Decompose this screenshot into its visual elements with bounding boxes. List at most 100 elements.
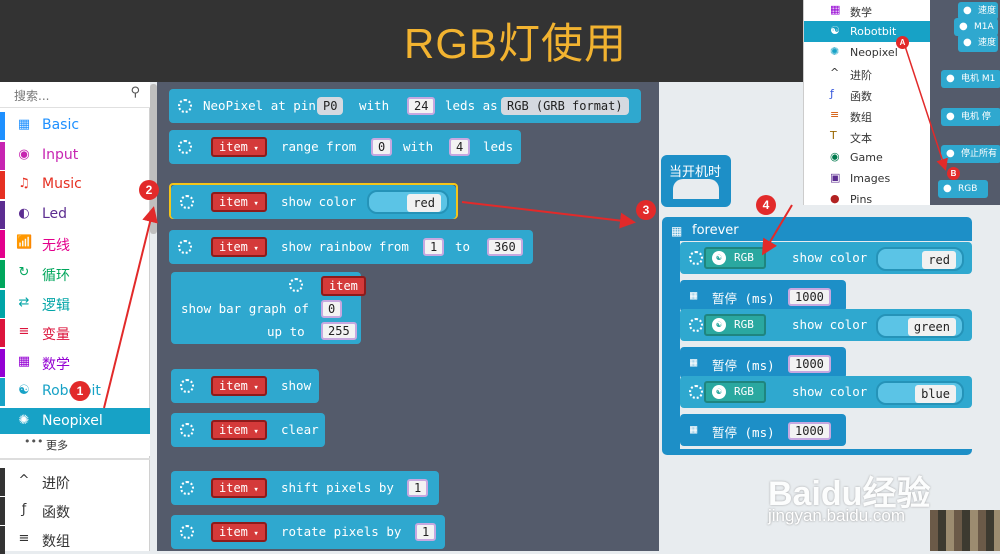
- category-数学[interactable]: ▦数学: [0, 348, 150, 377]
- pause-ms-input[interactable]: 1000: [788, 288, 831, 306]
- robot-icon: ☯: [712, 251, 726, 265]
- category-color-bar: [0, 112, 5, 140]
- item-variable[interactable]: item: [211, 237, 267, 257]
- rgb-variable[interactable]: ☯ RGB: [704, 247, 766, 269]
- category-icon: ▣: [830, 171, 841, 184]
- color-picker[interactable]: red: [876, 247, 964, 271]
- on-start-block[interactable]: 当开机时: [661, 155, 731, 207]
- category-basic[interactable]: ▦Basic: [0, 112, 150, 140]
- category-led[interactable]: ◐Led: [0, 200, 150, 229]
- block-shift-pixels[interactable]: item shift pixels by 1: [171, 471, 439, 505]
- pause-ms-input[interactable]: 1000: [788, 422, 831, 440]
- pause-ms-input[interactable]: 1000: [788, 355, 831, 373]
- block-text: range from: [281, 139, 357, 154]
- category-icon: ◐: [18, 205, 30, 221]
- category-icon: ▦: [830, 3, 841, 16]
- advanced-item[interactable]: ^进阶: [0, 468, 150, 496]
- color-picker[interactable]: green: [876, 314, 964, 338]
- category-icon: ✺: [830, 45, 840, 58]
- category-label: 循环: [42, 268, 70, 284]
- more-label: 更多: [46, 439, 68, 452]
- block-rotate-pixels[interactable]: item rotate pixels by 1: [171, 515, 445, 549]
- toolbox-more-button[interactable]: ••• 更多: [0, 434, 150, 456]
- block-text: shift pixels by: [281, 480, 394, 495]
- category-逻辑[interactable]: ⇄逻辑: [0, 289, 150, 318]
- block-neopixel-create[interactable]: NeoPixel at pin P0 with 24 leds as RGB (…: [169, 89, 641, 123]
- rotate-amount-input[interactable]: 1: [415, 523, 437, 541]
- item-variable[interactable]: item: [321, 276, 366, 296]
- item-variable[interactable]: item: [211, 192, 267, 212]
- block-show-color[interactable]: item show color red: [171, 185, 456, 219]
- category-icon: ⇄: [18, 294, 30, 310]
- toolbox-scrollbar[interactable]: [150, 84, 157, 234]
- step-badge-2: 2: [139, 180, 159, 200]
- rgb-variable[interactable]: ☯RGB: [704, 381, 766, 403]
- led-count-input[interactable]: 24: [407, 97, 436, 115]
- item-variable[interactable]: item: [211, 420, 267, 440]
- color-name: blue: [915, 385, 956, 403]
- inset-category: ◉Game: [804, 147, 930, 168]
- variable-name: RGB: [734, 385, 754, 398]
- workspace-pause-block[interactable]: ▦暂停 (ms)1000: [680, 414, 846, 446]
- item-variable[interactable]: item: [211, 478, 267, 498]
- category-color-bar: [0, 319, 5, 348]
- category-icon: ▦: [17, 117, 31, 132]
- rainbow-to-input[interactable]: 360: [487, 238, 523, 256]
- shift-amount-input[interactable]: 1: [407, 479, 429, 497]
- inset-mini-block: M1A: [954, 18, 998, 36]
- workspace-pause-block[interactable]: ▦暂停 (ms)1000: [680, 347, 846, 379]
- category-color-bar: [0, 230, 5, 259]
- category-icon: ƒ: [21, 502, 27, 517]
- category-input[interactable]: ◉Input: [0, 141, 150, 170]
- search-icon[interactable]: ⚲: [130, 85, 140, 100]
- format-dropdown[interactable]: RGB (GRB format): [501, 97, 629, 115]
- category-label: Images: [850, 172, 891, 185]
- category-icon: 📶: [16, 235, 33, 251]
- category-label: Neopixel: [42, 413, 103, 429]
- category-neopixel[interactable]: ✺Neopixel: [0, 408, 150, 436]
- inset-category: ^进阶: [804, 63, 930, 84]
- category-循环[interactable]: ↻循环: [0, 260, 150, 288]
- color-name: red: [407, 194, 441, 212]
- item-variable[interactable]: item: [211, 376, 267, 396]
- workspace-pause-block[interactable]: ▦暂停 (ms)1000: [680, 280, 846, 312]
- rgb-variable[interactable]: ☯RGB: [704, 314, 766, 336]
- category-music[interactable]: ♫Music: [0, 171, 150, 200]
- inset-mini-block: 速度: [958, 2, 998, 20]
- block-text: show color: [281, 194, 357, 209]
- category-icon: ●: [830, 192, 840, 205]
- bar-value-input[interactable]: 0: [321, 300, 343, 318]
- grid-icon: ▦: [690, 355, 698, 369]
- rainbow-from-input[interactable]: 1: [423, 238, 445, 256]
- pin-dropdown[interactable]: P0: [317, 97, 344, 115]
- search-input[interactable]: 搜索... ⚲: [0, 82, 150, 108]
- step-badge-3: 3: [636, 200, 656, 220]
- block-show[interactable]: item show: [171, 369, 319, 403]
- range-count-input[interactable]: 4: [449, 138, 471, 156]
- range-from-input[interactable]: 0: [371, 138, 393, 156]
- color-picker[interactable]: blue: [876, 381, 964, 405]
- color-picker[interactable]: red: [367, 190, 449, 214]
- item-variable[interactable]: item: [211, 522, 267, 542]
- block-clear[interactable]: item clear: [171, 413, 325, 447]
- category-变量[interactable]: ≡变量: [0, 319, 150, 348]
- category-label: Robotbit: [850, 25, 897, 38]
- item-variable[interactable]: item: [211, 137, 267, 157]
- inset-category: ☯Robotbit: [804, 21, 930, 42]
- variable-name: RGB: [734, 251, 754, 264]
- bar-max-input[interactable]: 255: [321, 322, 357, 340]
- block-range[interactable]: item range from 0 with 4 leds: [169, 130, 521, 164]
- block-show-bar-graph[interactable]: item show bar graph of 0 up to 255: [171, 272, 366, 344]
- block-show-rainbow[interactable]: item show rainbow from 1 to 360: [169, 230, 533, 264]
- category-label: 进阶: [850, 69, 872, 82]
- category-无线[interactable]: 📶无线: [0, 230, 150, 259]
- category-icon: ≡: [830, 108, 840, 121]
- block-notch: [673, 179, 719, 199]
- block-text: NeoPixel at pin: [203, 98, 316, 113]
- category-label: 进阶: [42, 476, 70, 492]
- advanced-item[interactable]: ≡数组: [0, 526, 150, 554]
